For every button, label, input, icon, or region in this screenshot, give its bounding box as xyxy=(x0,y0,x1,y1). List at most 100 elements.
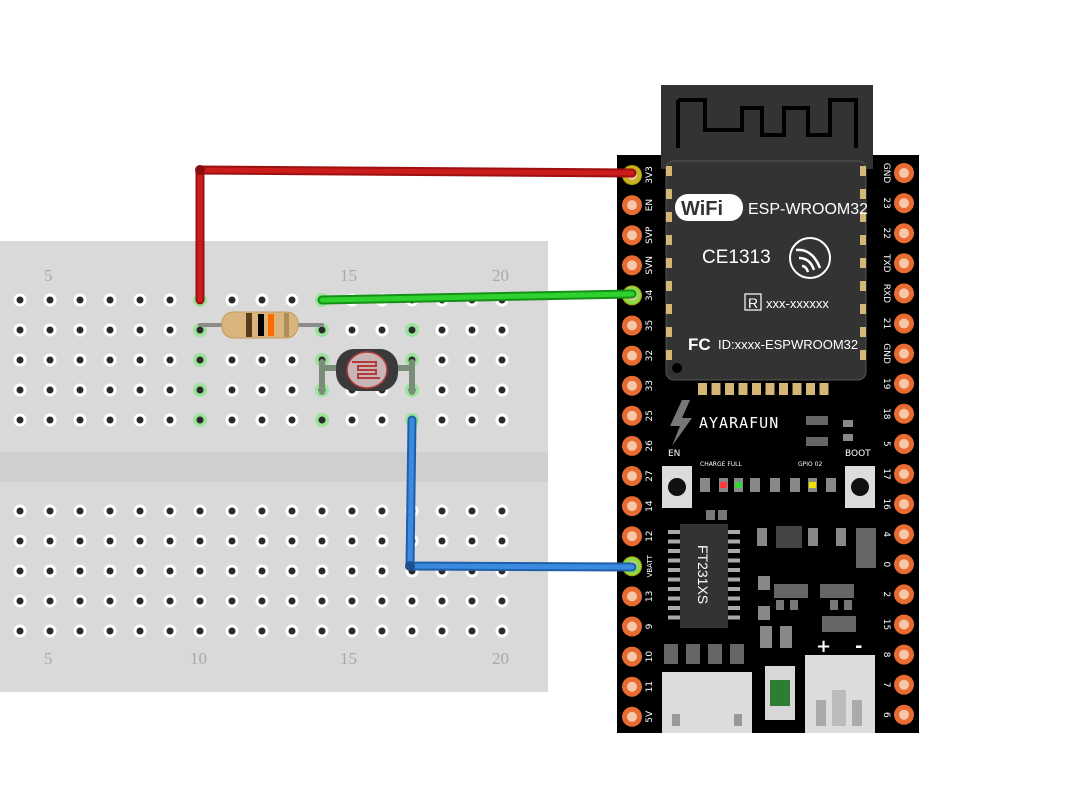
boot-label: BOOT xyxy=(845,449,871,459)
pin-label: 25 xyxy=(645,410,655,421)
pin-label: VBATT xyxy=(646,554,654,577)
pin-right-0[interactable]: 0 xyxy=(881,554,914,575)
module-side-pad xyxy=(860,327,866,337)
pin-right-txd[interactable]: TXD xyxy=(881,253,914,274)
antenna-trace xyxy=(676,98,858,148)
module-side-pad xyxy=(860,281,866,291)
pin-left-26[interactable]: 26 xyxy=(622,435,655,456)
pin-label: 11 xyxy=(645,681,655,692)
chip-pin xyxy=(728,558,740,563)
module-side-pad xyxy=(860,189,866,199)
module-side-pad xyxy=(860,350,866,360)
pin-label: 5 xyxy=(881,441,891,447)
pin-left-12[interactable]: 12 xyxy=(622,526,655,547)
pin-label: 21 xyxy=(881,318,891,329)
pin-label: 15 xyxy=(881,619,891,630)
pin-right-21[interactable]: 21 xyxy=(881,313,914,334)
battery-connector[interactable] xyxy=(805,655,875,733)
pin-label: 7 xyxy=(881,682,891,688)
r-mark-box xyxy=(744,293,762,311)
brand-label: AYARAFUN xyxy=(699,414,779,432)
pin-right-gnd[interactable]: GND xyxy=(881,343,914,364)
module-side-pad xyxy=(666,212,672,222)
pin-right-22[interactable]: 22 xyxy=(881,223,914,244)
led-full-green xyxy=(735,482,742,488)
smd-component xyxy=(822,616,856,632)
pin-right-6[interactable]: 6 xyxy=(881,704,914,725)
pin-right-5[interactable]: 5 xyxy=(881,433,914,454)
pin-left-35[interactable]: 35 xyxy=(622,315,655,336)
smd-grid xyxy=(664,600,852,664)
smd-row xyxy=(700,478,836,520)
pin-right-gnd[interactable]: GND xyxy=(881,163,914,184)
pin-right-2[interactable]: 2 xyxy=(881,584,914,605)
module-pad xyxy=(738,383,748,395)
column-label-top-20: 20 xyxy=(492,266,509,285)
column-label-bottom-15: 15 xyxy=(340,649,357,668)
module-side-pad xyxy=(666,350,672,360)
module-side-pad xyxy=(860,212,866,222)
pin-left-9[interactable]: 9 xyxy=(622,616,655,637)
pin-left-14[interactable]: 14 xyxy=(622,496,655,517)
pin-label: 0 xyxy=(881,561,891,567)
smd-component xyxy=(806,416,828,425)
pin-left-svn[interactable]: SVN xyxy=(622,255,655,276)
pin-left-10[interactable]: 10 xyxy=(622,646,655,667)
pin-left-25[interactable]: 25 xyxy=(622,405,655,426)
pin-left-svp[interactable]: SVP xyxy=(622,225,655,246)
pin-right-23[interactable]: 23 xyxy=(881,193,914,214)
smd-component xyxy=(760,626,772,648)
pin-left-13[interactable]: 13 xyxy=(622,586,655,607)
module-dot xyxy=(672,363,682,373)
module-pad xyxy=(819,383,829,395)
smd-component xyxy=(776,600,784,610)
smd-component xyxy=(836,528,846,546)
pin-right-7[interactable]: 7 xyxy=(881,674,914,695)
chip-pin xyxy=(668,615,680,620)
pin-right-18[interactable]: 18 xyxy=(881,403,914,424)
pin-right-4[interactable]: 4 xyxy=(881,524,914,545)
smd-component xyxy=(820,584,854,598)
micro-usb-port[interactable] xyxy=(662,672,752,733)
chip-pin xyxy=(668,558,680,563)
pin-right-15[interactable]: 15 xyxy=(881,614,914,635)
pin-left-27[interactable]: 27 xyxy=(622,466,655,486)
breadboard-center-channel xyxy=(0,452,548,482)
pin-label: 2 xyxy=(881,592,891,598)
pin-left-33[interactable]: 33 xyxy=(622,375,655,396)
module-side-pad xyxy=(860,304,866,314)
chip-pin xyxy=(668,596,680,601)
wires xyxy=(195,165,637,572)
pin-label: GND xyxy=(881,343,891,364)
photoresistor[interactable] xyxy=(319,349,415,395)
pin-right-16[interactable]: 16 xyxy=(881,494,914,515)
fcc-mark: FC xyxy=(688,335,711,354)
led-gpio-yellow xyxy=(809,482,816,488)
smd-component xyxy=(758,606,770,620)
pin-right-17[interactable]: 17 xyxy=(881,464,914,484)
pin-label: 33 xyxy=(645,380,655,391)
smd-component xyxy=(664,644,678,664)
pin-left-11[interactable]: 11 xyxy=(622,676,655,697)
pin-left-5v[interactable]: 5V xyxy=(622,706,655,727)
pin-right-19[interactable]: 19 xyxy=(881,373,914,394)
en-button[interactable] xyxy=(662,466,692,508)
pin-right-rxd[interactable]: RXD xyxy=(881,283,914,304)
chip-pin xyxy=(668,539,680,544)
column-label-bottom-20: 20 xyxy=(492,649,509,668)
resistor[interactable] xyxy=(198,311,324,339)
pin-label: SVP xyxy=(645,226,655,244)
module-pads xyxy=(666,166,866,395)
pin-right-8[interactable]: 8 xyxy=(881,644,914,665)
boot-button[interactable] xyxy=(845,466,875,508)
battery-minus-label: - xyxy=(855,636,862,657)
smd-component xyxy=(706,510,715,520)
lightning-logo xyxy=(670,400,692,446)
pin-left-en[interactable]: EN xyxy=(622,195,655,216)
pin-label: 32 xyxy=(645,350,655,361)
pin-left-32[interactable]: 32 xyxy=(622,345,655,366)
smd-component xyxy=(700,478,710,492)
pin-label: 16 xyxy=(881,498,891,510)
pin-label: 17 xyxy=(881,468,891,479)
